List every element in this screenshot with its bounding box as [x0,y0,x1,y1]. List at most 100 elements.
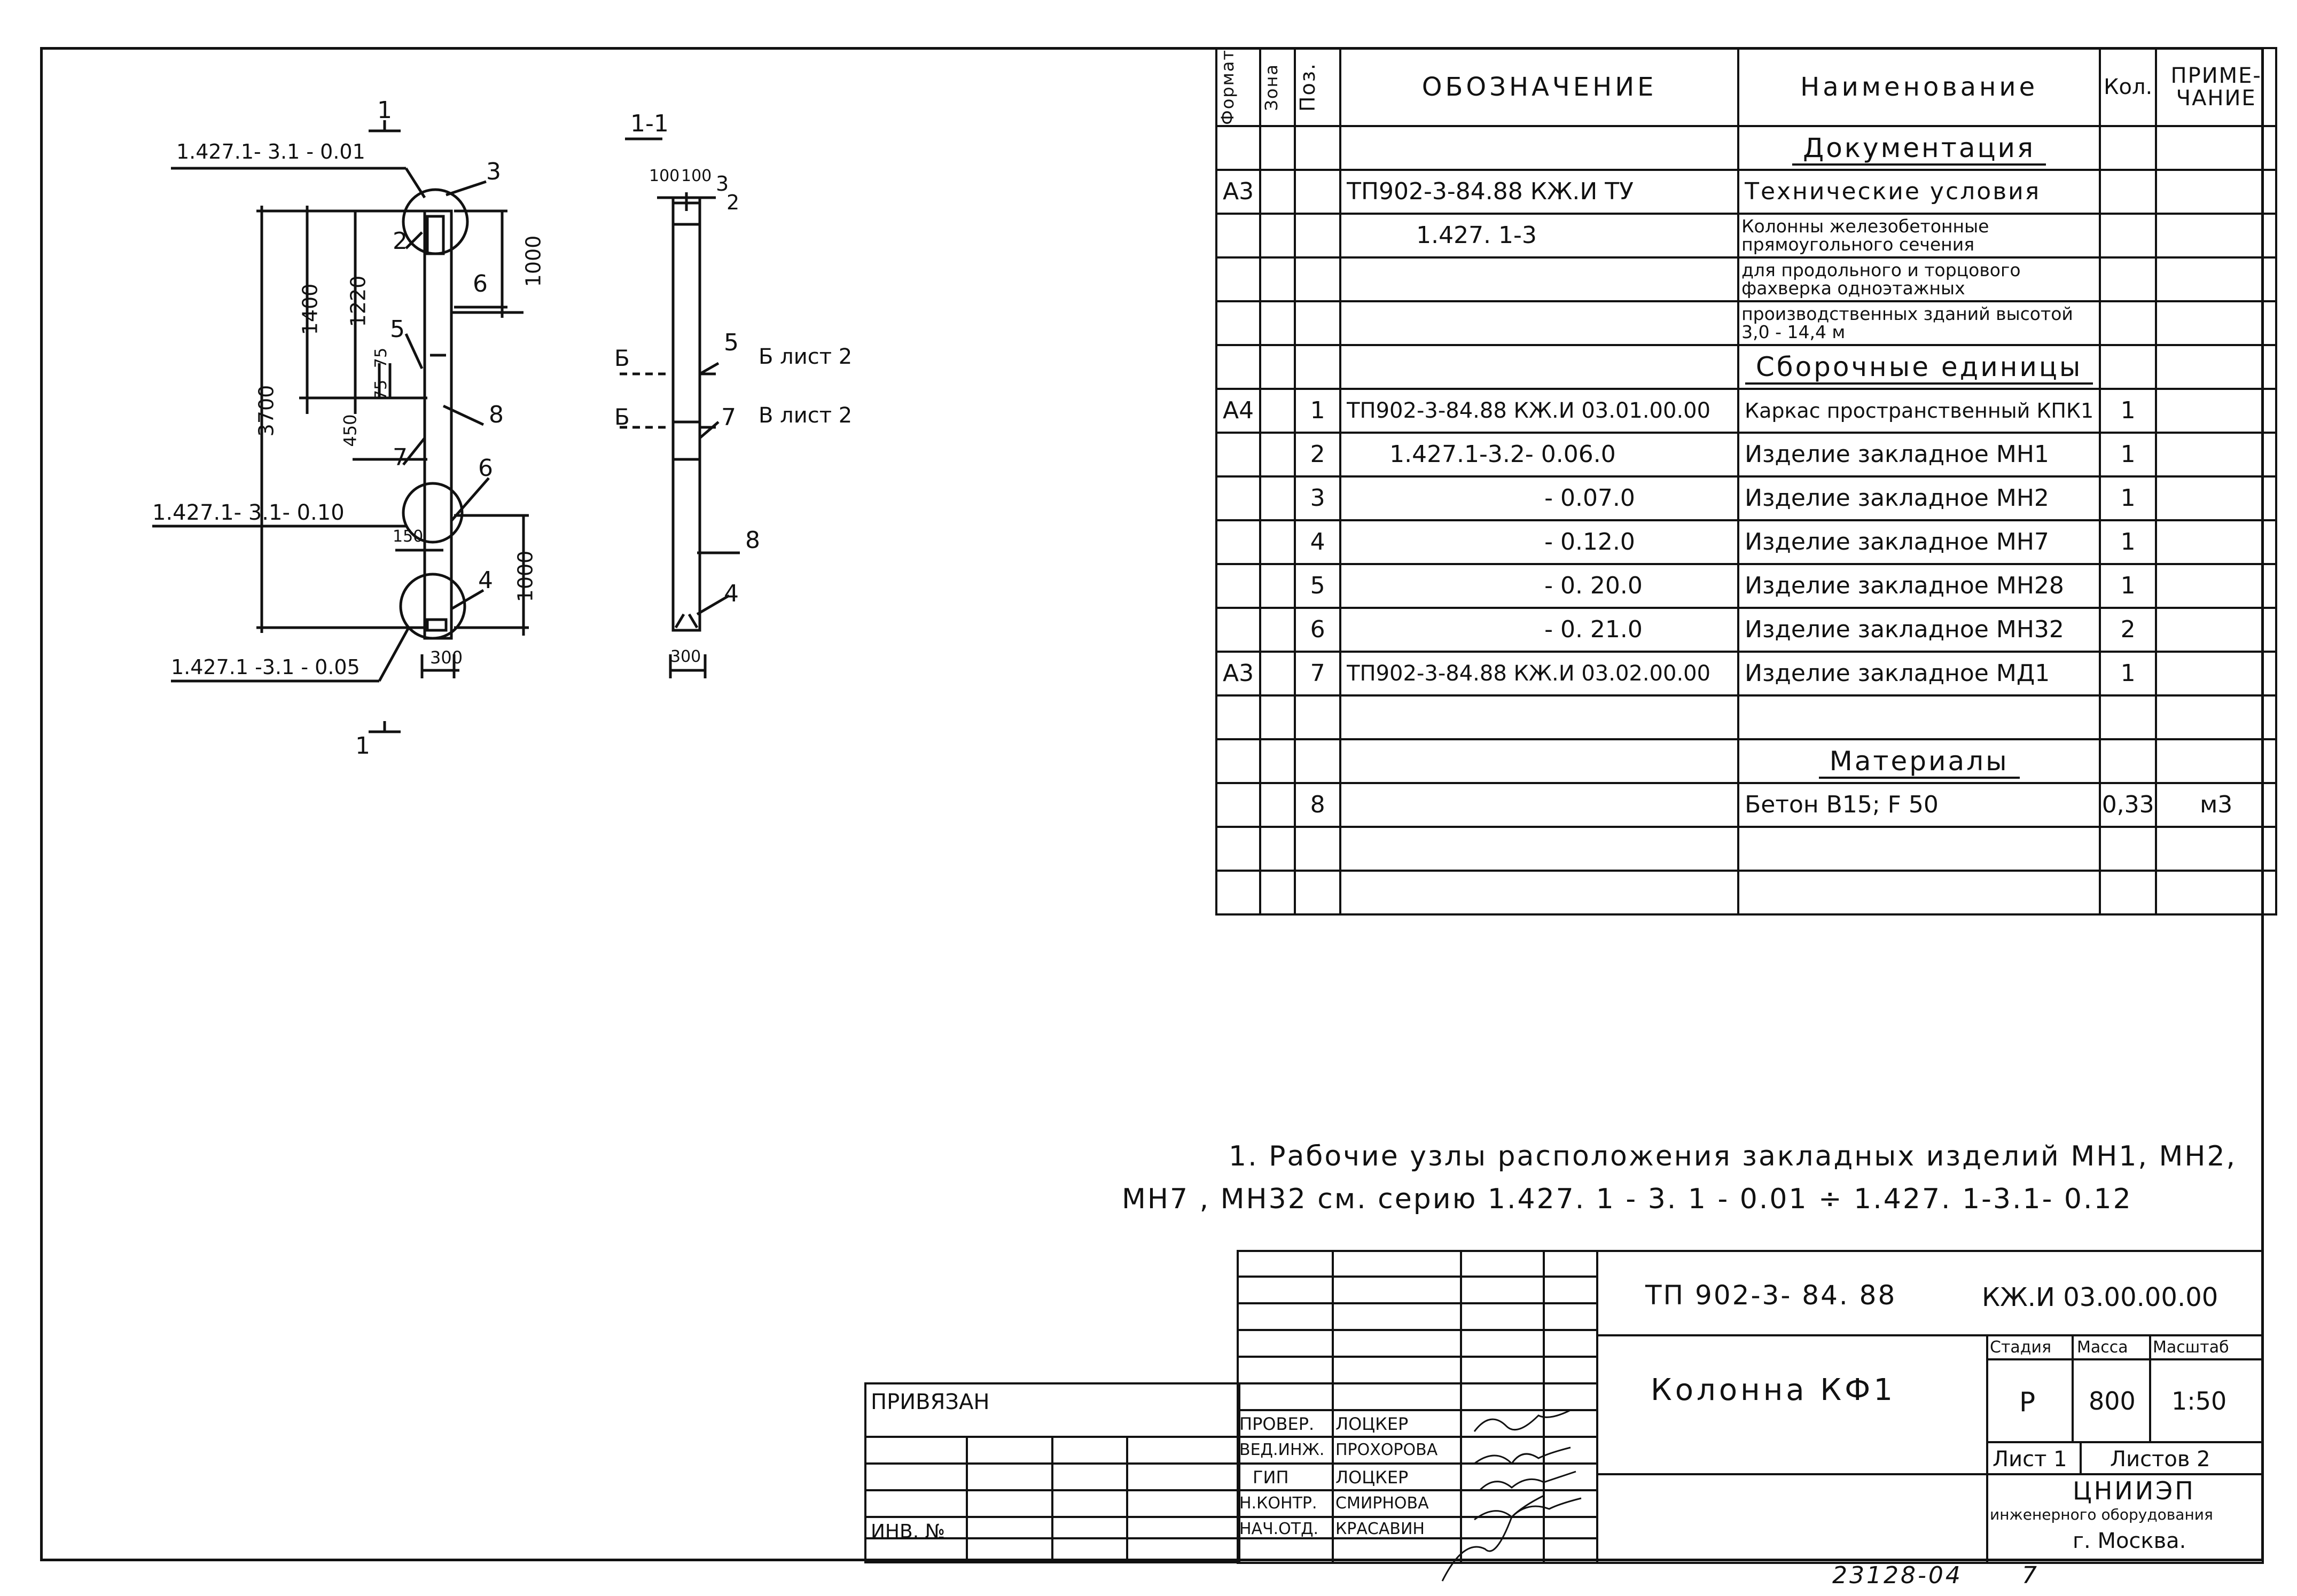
spec-row-4: 4 - 0.12.0 Изделие закладное МН7 1 [1215,519,2278,565]
row3-qty: 1 [2099,475,2158,521]
row6-qty: 2 [2099,606,2158,653]
cut-mark-top: 1 [377,97,392,124]
note-line-1: 1. Рабочие узлы расположения закладных и… [1229,1140,2237,1172]
row7-format: А3 [1215,650,1262,697]
section-pos-4: 4 [724,580,739,607]
spec-row-doc: А3 ТП902-3-84.88 КЖ.И ТУ Технические усл… [1215,168,2278,215]
drawing-title: Колонна КФ1 [1651,1373,1896,1407]
sheet-ref-v: В лист 2 [759,403,853,428]
signature-4 [1474,1497,1582,1521]
row7-pos: 7 [1294,650,1342,697]
row3-designation: - 0.07.0 [1339,475,1740,521]
spec-row-1: А4 1 ТП902-3-84.88 КЖ.И 03.01.00.00 Карк… [1215,387,2278,434]
spec-row-3: 3 - 0.07.0 Изделие закладное МН2 1 [1215,475,2278,521]
mass-value: 800 [2089,1387,2136,1415]
doc-format: А3 [1215,168,1262,215]
signature-3 [1479,1470,1576,1491]
ref-middle: 1.427.1- 3.1- 0.10 [152,500,345,525]
sheet-ref-b: Б лист 2 [759,345,853,369]
inv-label: ИНВ. № [871,1521,946,1543]
doc-code: ТП 902-3- 84. 88 [1645,1280,1897,1311]
org-2: инженерного оборудования [1990,1506,2213,1523]
sheet-number: Лист 1 [1993,1447,2067,1472]
detail-circle-mid [402,482,464,544]
header-name: Наименование [1737,47,2101,127]
material-name: Бетон В15; F 50 [1737,781,2101,828]
section-pos-7: 7 [721,404,736,431]
section-docs: Документация [1792,132,2046,166]
cut-mark-bottom: 1 [355,732,370,760]
spec-row-6: 6 - 0. 21.0 Изделие закладное МН32 2 [1215,606,2278,653]
series-desc-1: Колонны железобетонные прямоугольного се… [1737,212,2101,259]
mass-label: Масса [2077,1338,2128,1357]
row5-designation: - 0. 20.0 [1339,562,1740,609]
doc-designation: ТП902-3-84.88 КЖ.И ТУ [1339,168,1740,215]
role-3: ГИП [1253,1467,1289,1488]
section-dim-100a: 100 [649,167,680,185]
ref-bottom: 1.427.1 -3.1 - 0.05 [171,655,360,679]
row1-format: А4 [1215,387,1262,434]
section-pos-8: 8 [745,527,760,554]
row4-qty: 1 [2099,519,2158,565]
role-4: Н.КОНТР. [1239,1494,1317,1513]
material-note: м3 [2155,781,2278,828]
spec-row-material: 8 Бетон В15; F 50 0,33 м3 [1215,781,2278,828]
dim-300: 300 [430,647,463,668]
pos-8: 8 [489,401,504,428]
detail-circle-bottom [399,573,466,640]
name-3: ЛОЦКЕР [1335,1467,1409,1488]
row4-pos: 4 [1294,519,1342,565]
pos-5: 5 [390,316,405,343]
role-1: ПРОВЕР. [1239,1414,1315,1434]
note-line-2: МН7 , МН32 см. серию 1.427. 1 - 3. 1 - 0… [1122,1183,2132,1215]
section-dim-100b: 100 [681,167,712,185]
row5-name: Изделие закладное МН28 [1737,562,2101,609]
header-note: ПРИМЕ- ЧАНИЕ [2155,47,2278,127]
row7-qty: 1 [2099,650,2158,697]
scale-label: Масштаб [2153,1338,2229,1357]
series-desc-2: для продольного и торцового фахверка одн… [1737,256,2101,302]
row3-pos: 3 [1294,475,1342,521]
row5-pos: 5 [1294,562,1342,609]
row1-note [2155,387,2278,434]
section-materials: Материалы [1818,745,2020,779]
spec-row-7: А3 7 ТП902-3-84.88 КЖ.И 03.02.00.00 Изде… [1215,650,2278,697]
row1-qty: 1 [2099,387,2158,434]
row4-designation: - 0.12.0 [1339,519,1740,565]
header-qty: Кол. [2099,47,2158,127]
pos-2: 2 [393,228,408,255]
row3-name: Изделие закладное МН2 [1737,475,2101,521]
row6-pos: 6 [1294,606,1342,653]
signature-1 [1473,1409,1571,1432]
header-designation: ОБОЗНАЧЕНИЕ [1339,47,1740,127]
series-desc-3: производственных зданий высотой 3,0 - 14… [1737,300,2101,346]
role-5: НАЧ.ОТД. [1239,1520,1319,1538]
title-block [1237,1250,2264,1564]
section-pos-5: 5 [724,329,739,356]
pos-7: 7 [393,444,408,471]
org-3: г. Москва. [2073,1529,2186,1553]
row2-designation: 1.427.1-3.2- 0.06.0 [1339,431,1740,478]
series-designation: 1.427. 1-3 [1339,212,1740,259]
pos-6b: 6 [478,455,493,482]
row1-designation: ТП902-3-84.88 КЖ.И 03.01.00.00 [1339,387,1740,434]
scale-value: 1:50 [2171,1387,2227,1415]
row2-qty: 1 [2099,431,2158,478]
name-2: ПРОХОРОВА [1335,1441,1438,1459]
ref-top: 1.427.1- 3.1 - 0.01 [176,140,365,163]
pos-6a: 6 [473,270,488,298]
cut-mark-b: Б [614,345,630,371]
footer-page: 7 [2022,1562,2037,1589]
role-2: ВЕД.ИНЖ. [1239,1441,1325,1459]
section-dim-300: 300 [670,647,701,666]
dim-150: 150 [393,527,424,546]
doc-name: Технические условия [1737,168,2101,215]
spec-row-2: 2 1.427.1-3.2- 0.06.0 Изделие закладное … [1215,431,2278,478]
row4-name: Изделие закладное МН7 [1737,519,2101,565]
name-5: КРАСАВИН [1335,1520,1425,1538]
row5-qty: 1 [2099,562,2158,609]
name-1: ЛОЦКЕР [1335,1414,1409,1434]
pos-4: 4 [478,567,493,594]
